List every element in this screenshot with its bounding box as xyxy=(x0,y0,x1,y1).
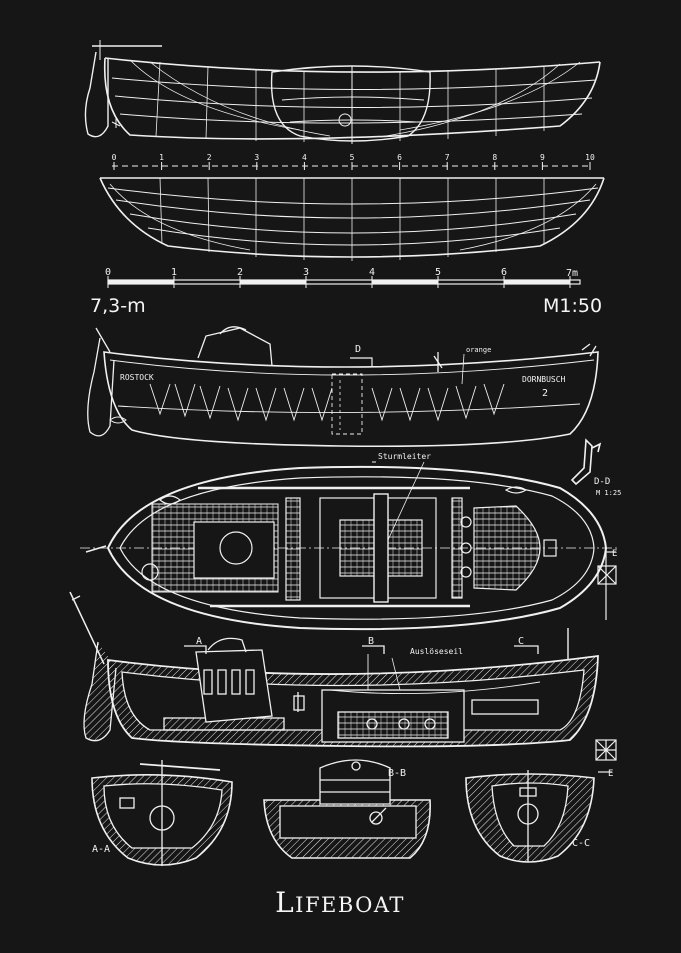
scale-bar-tick-label: 6 xyxy=(501,267,507,278)
station-tick-label: 3 xyxy=(254,153,259,162)
station-tick-label: 8 xyxy=(492,153,497,162)
scale-label: M1:50 xyxy=(543,295,602,317)
outboard-profile xyxy=(87,326,599,448)
storm-ladder-label: Sturmleiter xyxy=(378,452,431,461)
station-tick-label: 6 xyxy=(397,153,402,162)
detail-d-scale: M 1:25 xyxy=(596,489,621,497)
scale-bar-tick-label: 2 xyxy=(237,267,243,278)
station-tick-label: 7 xyxy=(445,153,450,162)
lines-plan-half-breadth xyxy=(99,177,605,261)
section-b-b-label: B-B xyxy=(388,768,406,779)
cross-section-a-a xyxy=(91,760,233,866)
station-tick-label: 0 xyxy=(112,153,117,162)
section-marker-e-top: E xyxy=(612,549,617,559)
scale-bar-tick-label: 3 xyxy=(303,267,309,278)
meter-scale-bar: 0 1 2 3 4 5 6 7m xyxy=(105,267,581,288)
station-tick-label: 1 xyxy=(159,153,164,162)
title-initial: L xyxy=(275,886,295,919)
scale-bar-tick-label: 1 xyxy=(171,267,177,278)
station-tick-label: 4 xyxy=(302,153,307,162)
section-marker-d: D xyxy=(355,344,361,355)
scale-bar-end-label: 7m xyxy=(566,268,578,279)
release-rope-label: Auslöseseil xyxy=(410,647,463,656)
station-tick-label: 9 xyxy=(540,153,545,162)
hull-number: 2 xyxy=(542,388,548,399)
length-label: 7,3-m xyxy=(90,295,146,317)
frame-station-scale: 0 1 2 3 4 5 6 7 8 9 10 xyxy=(112,153,595,170)
scale-bar-tick-label: 4 xyxy=(369,267,375,278)
section-marker-c: C xyxy=(518,636,524,647)
hull-name-port: ROSTOCK xyxy=(120,373,154,382)
lines-plan-profile xyxy=(84,40,601,144)
title-rest: IFEBOAT xyxy=(295,893,405,917)
poster-title: LIFEBOAT xyxy=(275,886,405,919)
hull-name-starboard: DORNBUSCH xyxy=(522,375,566,384)
section-marker-e-bottom: E xyxy=(608,769,613,779)
detail-d-d xyxy=(570,438,602,486)
cross-section-c-c xyxy=(465,770,595,863)
section-marker-b: B xyxy=(368,636,374,647)
station-tick-label: 10 xyxy=(585,153,595,162)
station-tick-label: 2 xyxy=(207,153,212,162)
scale-bar-tick-label: 0 xyxy=(105,267,111,278)
section-marker-a: A xyxy=(196,636,202,647)
longitudinal-section xyxy=(69,591,599,748)
section-a-a-label: A-A xyxy=(92,844,110,855)
section-marker-e-upper xyxy=(597,548,617,620)
station-tick-label: 5 xyxy=(350,153,355,162)
section-marker-e-lower xyxy=(595,739,617,773)
cross-section-b-b xyxy=(263,759,431,859)
orange-note: orange xyxy=(466,346,491,354)
section-c-c-label: C-C xyxy=(572,838,590,849)
detail-d-label: D-D xyxy=(594,477,610,487)
scale-bar-tick-label: 5 xyxy=(435,267,441,278)
deck-plan-view xyxy=(80,465,620,631)
